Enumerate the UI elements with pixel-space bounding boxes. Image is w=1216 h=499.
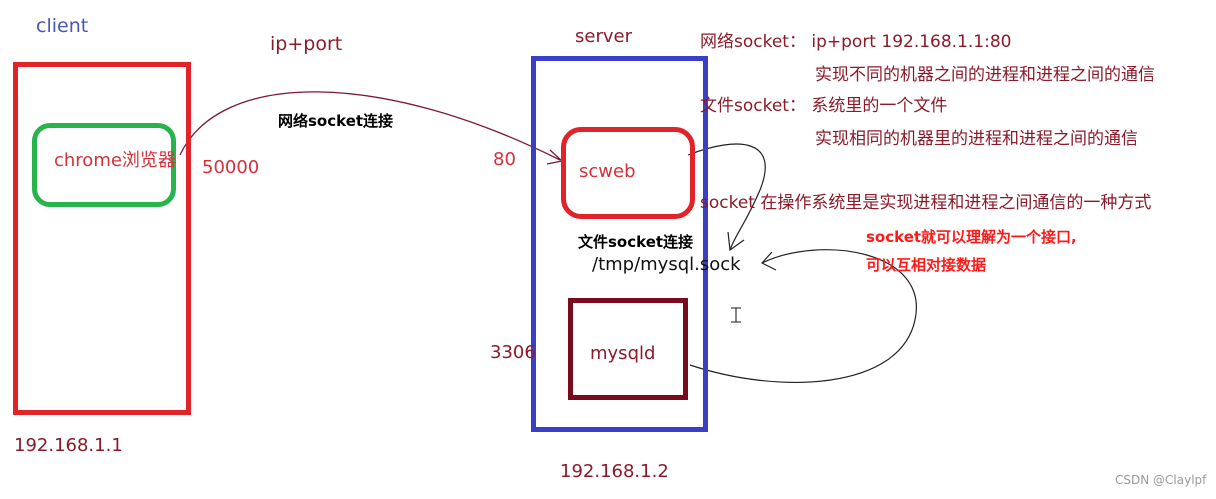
note-interface-line1: socket就可以理解为一个接口, — [866, 228, 1077, 246]
note-file-desc: 实现相同的机器里的进程和进程之间的通信 — [815, 129, 1138, 149]
scweb-to-sock-line — [687, 143, 766, 251]
note-network-desc: 实现不同的机器之间的进程和进程之间的通信 — [815, 65, 1155, 85]
mysqld-box — [568, 298, 688, 400]
client-port: 50000 — [202, 157, 260, 178]
server-box — [531, 56, 708, 432]
note-network-socket: 网络socket： ip+port 192.168.1.1:80 — [700, 32, 1012, 52]
network-socket-label: 网络socket连接 — [278, 112, 394, 130]
client-box — [13, 62, 191, 415]
network-socket-arrow — [179, 91, 561, 161]
mysqld-label: mysqld — [590, 343, 656, 364]
note-interface-line2: 可以互相对接数据 — [866, 256, 987, 274]
sock-path: /tmp/mysql.sock — [592, 254, 741, 275]
client-ip: 192.168.1.1 — [14, 435, 123, 456]
server-ip: 192.168.1.2 — [560, 461, 669, 482]
watermark: CSDN @Claylpf — [1115, 473, 1207, 487]
scweb-to-sock-arrowhead — [727, 231, 745, 252]
mysqld-port: 3306 — [490, 342, 536, 363]
text-cursor-icon — [731, 307, 741, 323]
mysqld-to-sock-line — [689, 249, 917, 383]
file-socket-label: 文件socket连接 — [578, 233, 694, 251]
note-socket-definition: socket 在操作系统里是实现进程和进程之间通信的一种方式 — [700, 193, 1152, 213]
mysqld-to-sock-arrowhead — [761, 251, 777, 271]
ip-port-label: ip+port — [270, 33, 343, 55]
scweb-box — [561, 127, 695, 219]
browser-box — [32, 123, 176, 207]
browser-label: chrome浏览器 — [54, 150, 176, 171]
scweb-port: 80 — [493, 149, 516, 170]
client-title: client — [36, 15, 89, 37]
note-file-socket: 文件socket： 系统里的一个文件 — [700, 96, 948, 116]
scweb-label: scweb — [579, 161, 636, 182]
server-title: server — [575, 26, 632, 47]
